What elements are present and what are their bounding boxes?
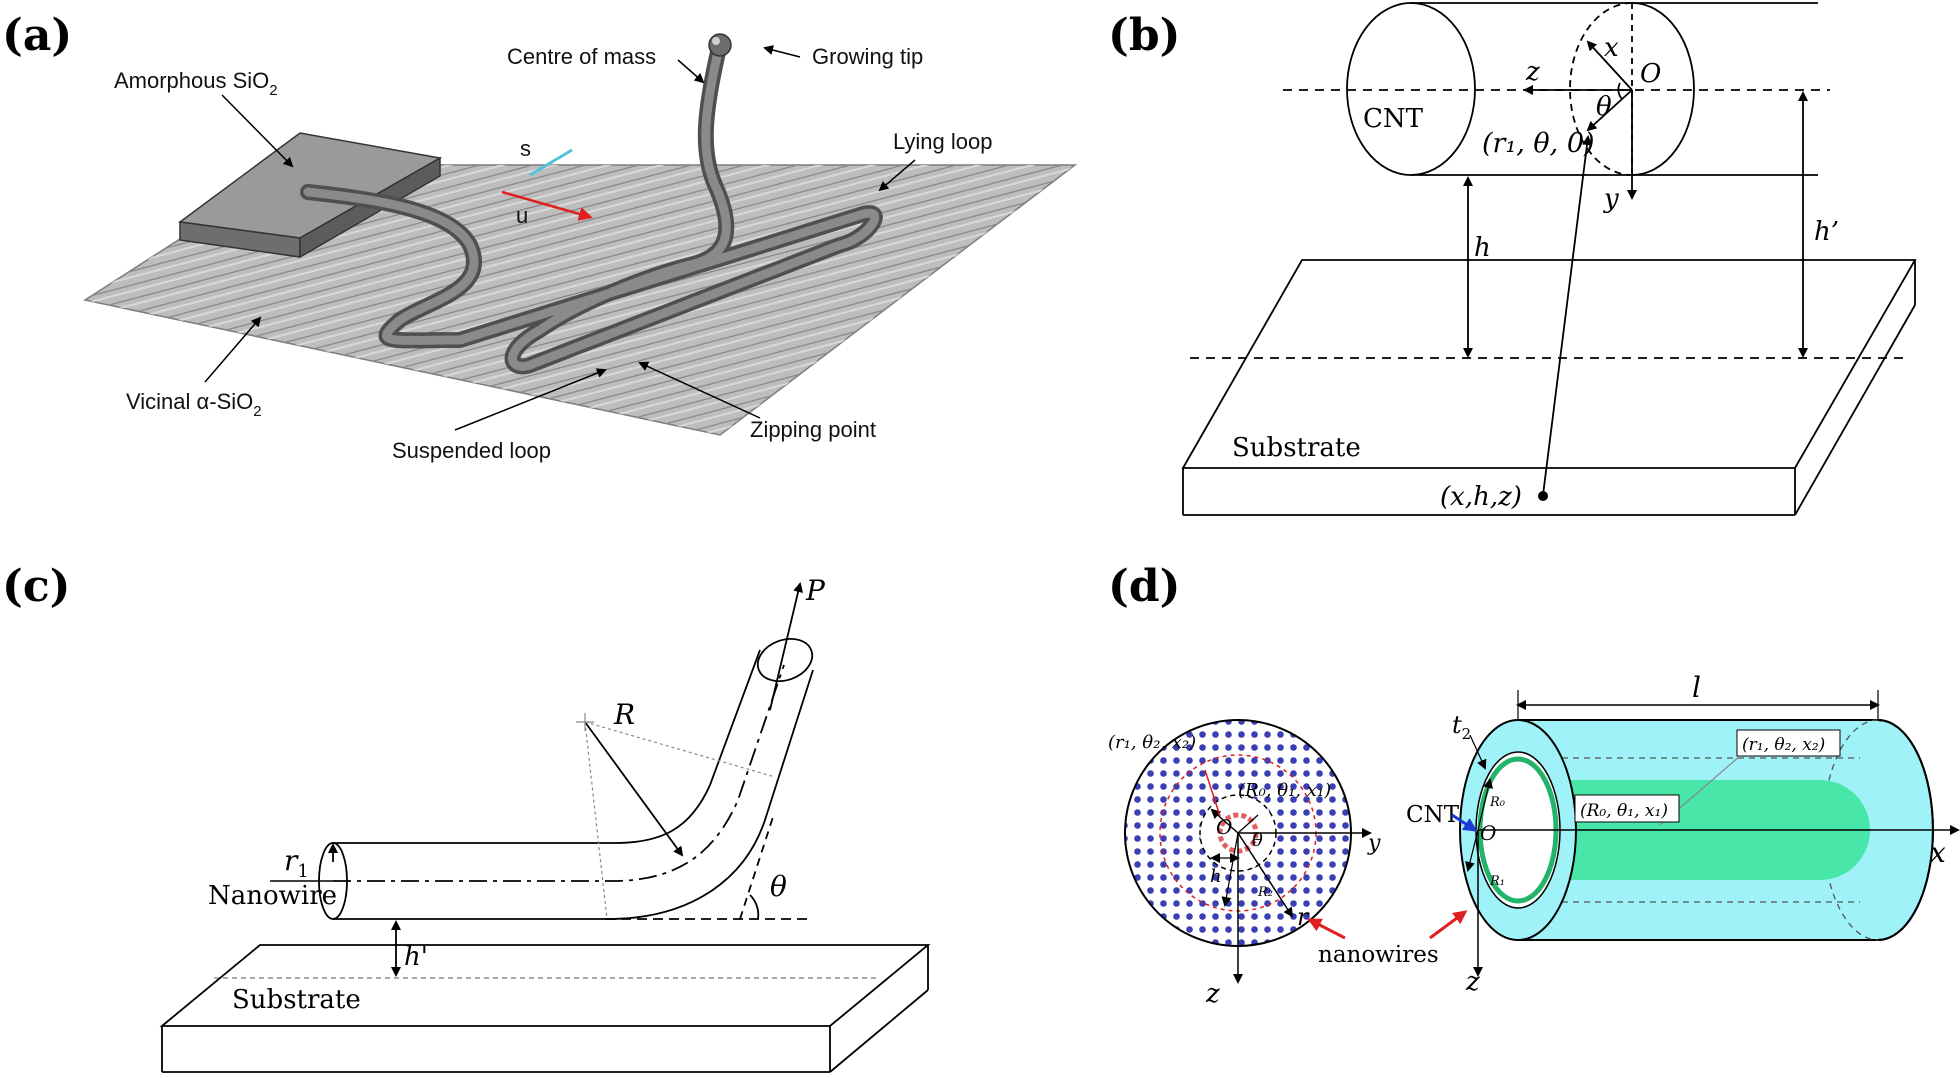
vicinal-label: Vicinal α-SiO2 — [126, 389, 262, 420]
d-cnt-label: CNT — [1406, 802, 1460, 828]
hprime-label: h’ — [1814, 217, 1839, 247]
d-p3-label: (r₁, θ₂, x₂) — [1742, 735, 1825, 755]
ridge-highlight — [60, 483, 1100, 758]
d-p1-label: (r₁, θ₂, x₂) — [1108, 732, 1196, 753]
panel-a: (a) s u Amorphous SiO2 Centre of mass — [2, 10, 1100, 758]
substrate-point — [1538, 491, 1548, 501]
cnt-front-ellipse — [1346, 2, 1476, 176]
ridge-highlight — [85, 165, 1075, 339]
nanowire-top-edge — [333, 649, 761, 844]
ridge-highlight — [85, 165, 1075, 311]
s-label: s — [520, 136, 531, 161]
y-axis-label: y — [1603, 184, 1619, 214]
h-label: h — [1474, 233, 1491, 263]
xhz-label: (x,h,z) — [1440, 482, 1522, 512]
suspended-label: Suspended loop — [392, 438, 551, 463]
d-p2-label: (R₀, θ₁, x₁) — [1238, 780, 1331, 801]
d-nanowires-label: nanowires — [1318, 942, 1439, 968]
ridge-highlight — [85, 230, 1075, 435]
ridge-line — [60, 477, 1100, 752]
centre-label: Centre of mass — [507, 44, 656, 69]
d-o2-label: O — [1480, 821, 1496, 845]
r1-label: r1 — [284, 844, 309, 882]
ridge-line — [85, 378, 1075, 435]
ridge-highlight — [60, 441, 1100, 716]
theta-c-label: θ — [770, 870, 787, 903]
theta-label: θ — [1596, 92, 1612, 122]
ridge-highlight — [85, 426, 1075, 435]
point-label: (r₁, θ, 0) — [1482, 128, 1595, 159]
panel-c-label: (c) — [2, 561, 70, 612]
d-o-label: O — [1216, 815, 1232, 839]
u-label: u — [516, 203, 528, 228]
ridge-highlight — [60, 469, 1100, 744]
panel-d-label: (d) — [1108, 561, 1180, 612]
z-axis-label: z — [1525, 57, 1540, 87]
ridge-line — [85, 392, 1075, 435]
d-t2-label: t2 — [1452, 711, 1471, 743]
amorphous-label: Amorphous SiO2 — [114, 68, 278, 99]
u-vector — [501, 190, 593, 221]
panel-b-label: (b) — [1108, 10, 1180, 61]
substrate-label: Substrate — [1232, 433, 1361, 463]
hprime-c-label: h' — [404, 942, 428, 972]
d-x-label: x — [1930, 836, 1946, 869]
d-r-label: r — [1297, 903, 1310, 931]
d-y-label: y — [1367, 831, 1381, 856]
panel-d: (d) (r₁, θ₂, x₂) (R₀, θ₁, x₁) O θ y h R₂… — [1108, 561, 1960, 1009]
ridge-highlight — [85, 165, 1075, 367]
ridge-line — [85, 165, 1075, 319]
ridge-highlight — [85, 165, 1075, 325]
ridge-highlight — [85, 216, 1075, 435]
ridge-line — [85, 165, 1075, 193]
d-r1-label: R₁ — [1489, 874, 1505, 889]
ridge-highlight — [85, 165, 1075, 297]
vicinal-substrate — [60, 164, 1100, 758]
ridge-line — [85, 165, 1075, 305]
panel-c: (c) P R θ r1 Nanowire h' — [2, 561, 931, 1073]
zipping-label: Zipping point — [750, 417, 876, 442]
panel-b: (b) CNT x z O θ y (r₁, θ, 0) h h’ — [1108, 2, 1917, 516]
d-p4-label: (R₀, θ₁, x₁) — [1580, 801, 1668, 821]
d-r0-label: R₀ — [1489, 795, 1506, 810]
s-vector — [529, 148, 573, 177]
nanowire-label: Nanowire — [208, 881, 337, 911]
growing-label: Growing tip — [812, 44, 923, 69]
ridge-line — [85, 406, 1075, 435]
ridge-line — [85, 420, 1075, 435]
origin-label: O — [1640, 59, 1661, 89]
ridge-line — [60, 449, 1100, 724]
p-label: P — [805, 574, 826, 607]
nanowire-tip — [756, 638, 814, 682]
r-label: R — [613, 698, 635, 731]
ridge-highlight — [85, 398, 1075, 435]
cross-section: (r₁, θ₂, x₂) (R₀, θ₁, x₁) O θ y h R₂ r z — [1108, 719, 1381, 1009]
d-l-label: l — [1692, 671, 1701, 704]
ridge-line — [85, 434, 1075, 435]
growing-tip-ball — [708, 33, 732, 57]
ridge-line — [85, 165, 1075, 333]
d-z2-label: z — [1465, 967, 1480, 997]
d-z1-label: z — [1205, 979, 1220, 1009]
cnt-label: CNT — [1363, 104, 1424, 134]
d-theta-label: θ — [1252, 830, 1263, 851]
x-axis-label: x — [1604, 33, 1619, 63]
ridge-line — [85, 165, 1075, 361]
ridge-line — [60, 463, 1100, 738]
ridge-highlight — [85, 384, 1075, 435]
ridge-line — [85, 165, 1075, 375]
ridge-highlight — [60, 455, 1100, 730]
nanotube — [300, 33, 883, 375]
cylinder: l t2 (r₁, θ₂, x₂) (R₀, θ₁, x₁) R₀ R₁ O x… — [1307, 671, 1960, 997]
ridge-highlight — [85, 412, 1075, 435]
panel-a-label: (a) — [2, 10, 72, 61]
d-h-label: h — [1210, 866, 1222, 887]
d-r2-label: R₂ — [1257, 885, 1273, 900]
ridge-line — [85, 224, 1075, 435]
lying-label: Lying loop — [893, 129, 992, 154]
substrate-c-label: Substrate — [232, 985, 361, 1015]
